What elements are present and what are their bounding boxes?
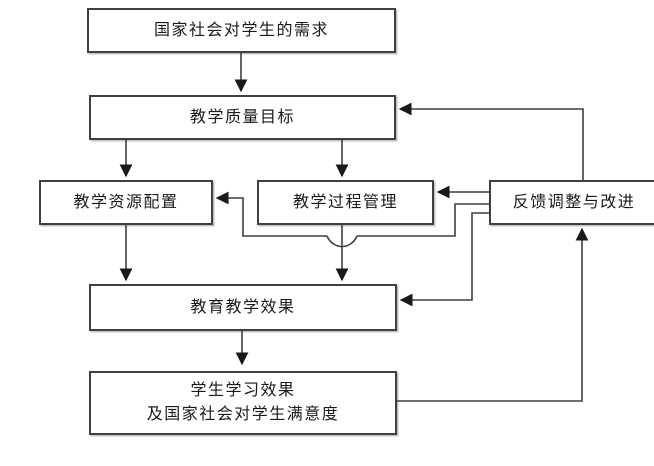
node-label: 教学质量目标 bbox=[189, 108, 295, 126]
node-label: 教学资源配置 bbox=[73, 193, 179, 211]
node-feedback-adjust-improve: 反馈调整与改进 bbox=[489, 180, 654, 225]
node-label: 国家社会对学生的需求 bbox=[153, 21, 329, 39]
node-label-line1: 学生学习效果 bbox=[190, 382, 296, 399]
edge-feedback-to-effect-arrow bbox=[399, 212, 489, 307]
edge-feedback-to-resource-linejump-arc bbox=[326, 235, 358, 248]
node-label: 教育教学效果 bbox=[190, 298, 296, 316]
node-national-social-demand: 国家社会对学生的需求 bbox=[87, 8, 396, 53]
node-teaching-resource-allocation: 教学资源配置 bbox=[39, 180, 213, 225]
node-teaching-quality-goal: 教学质量目标 bbox=[89, 95, 396, 140]
node-label: 反馈调整与改进 bbox=[512, 193, 636, 211]
node-education-teaching-effect: 教育教学效果 bbox=[89, 284, 397, 331]
node-student-learning-outcome-satisfaction: 学生学习效果 及国家社会对学生满意度 bbox=[89, 371, 397, 435]
node-label-line2: 及国家社会对学生满意度 bbox=[146, 406, 340, 423]
edge-student-to-feedback-arrow bbox=[397, 227, 589, 402]
edge-feedback-to-quality-arrow bbox=[398, 102, 584, 180]
node-label: 教学过程管理 bbox=[292, 193, 398, 211]
node-teaching-process-management: 教学过程管理 bbox=[257, 180, 434, 225]
